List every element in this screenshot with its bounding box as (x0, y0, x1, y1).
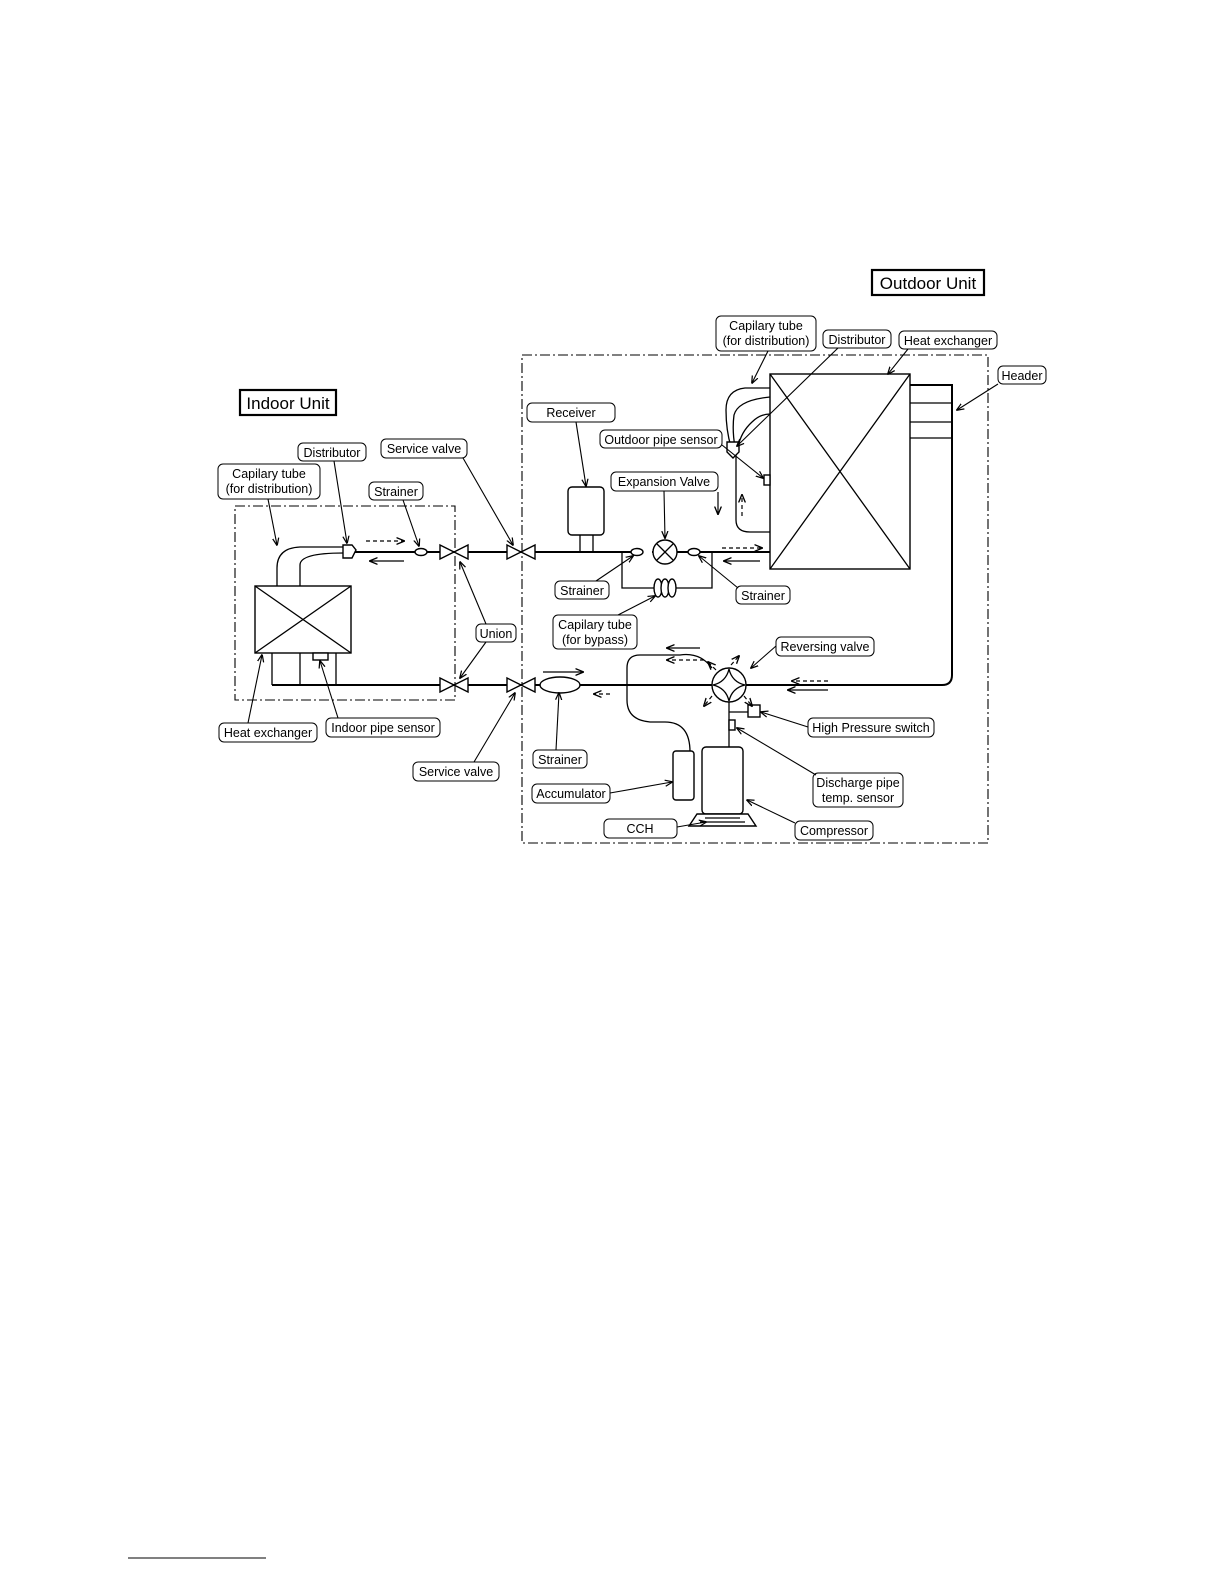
discharge-pipe-sensor (728, 719, 736, 731)
svg-text:(for distribution): (for distribution) (226, 482, 313, 496)
label-suction-strainer: Strainer (532, 693, 588, 769)
svg-text:Capilary tube: Capilary tube (729, 319, 803, 333)
receiver (567, 486, 605, 536)
label-indoor-strainer: Strainer (368, 481, 424, 546)
label-indoor-distributor: Distributor (297, 442, 367, 543)
svg-text:Strainer: Strainer (741, 589, 785, 603)
indoor-strainer (414, 547, 428, 557)
expansion-valve (652, 539, 678, 565)
svg-text:Strainer: Strainer (374, 485, 418, 499)
svg-text:Discharge pipe: Discharge pipe (816, 776, 899, 790)
label-strainer-ev-right: Strainer (699, 556, 791, 605)
label-outdoor-distributor: Distributor (737, 329, 892, 446)
label-indoor-heat-exchanger: Heat exchanger (218, 655, 318, 743)
label-high-pressure-switch: High Pressure switch (761, 712, 935, 738)
svg-text:Strainer: Strainer (538, 753, 582, 767)
svg-text:Outdoor Unit: Outdoor Unit (880, 274, 977, 293)
svg-text:CCH: CCH (626, 822, 653, 836)
union-gas-valve (439, 676, 469, 694)
label-indoor-capillary-tube: Capilary tube (for distribution) (217, 463, 321, 545)
indoor-unit-title: Indoor Unit (238, 388, 338, 417)
outdoor-capillary-tubes (725, 387, 771, 448)
indoor-hx-connections (271, 653, 337, 685)
union-liquid-valve (439, 543, 469, 561)
svg-text:Reversing valve: Reversing valve (781, 640, 870, 654)
svg-text:High Pressure switch: High Pressure switch (812, 721, 929, 735)
strainer-ev-left (630, 547, 644, 557)
header-tubes (910, 402, 952, 439)
svg-text:Indoor Unit: Indoor Unit (246, 394, 329, 413)
label-outdoor-capillary-tube: Capilary tube (for distribution) (715, 315, 817, 383)
svg-text:Heat exchanger: Heat exchanger (904, 334, 992, 348)
svg-text:Compressor: Compressor (800, 824, 868, 838)
label-outdoor-heat-exchanger: Heat exchanger (888, 330, 998, 374)
label-accumulator: Accumulator (531, 782, 672, 804)
label-discharge-pipe-sensor: Discharge pipe temp. sensor (737, 728, 904, 808)
svg-text:Accumulator: Accumulator (536, 787, 605, 801)
outdoor-hx-return-pipe (735, 455, 770, 533)
svg-text:Capilary tube: Capilary tube (232, 467, 306, 481)
indoor-pipe-sensor (312, 652, 329, 661)
high-pressure-switch (747, 704, 761, 718)
indoor-distributor (342, 544, 357, 559)
svg-text:Expansion Valve: Expansion Valve (618, 475, 710, 489)
label-compressor: Compressor (747, 800, 874, 841)
svg-text:Distributor: Distributor (829, 333, 886, 347)
receiver-tee-pipe (579, 535, 594, 552)
strainer-ev-right (687, 547, 701, 557)
svg-text:(for distribution): (for distribution) (723, 334, 810, 348)
svg-text:Indoor pipe sensor: Indoor pipe sensor (331, 721, 435, 735)
label-service-valve-gas: Service valve (412, 693, 515, 782)
svg-text:Header: Header (1002, 369, 1043, 383)
svg-text:Strainer: Strainer (560, 584, 604, 598)
service-valve-gas (506, 676, 536, 694)
label-expansion-valve: Expansion Valve (610, 471, 719, 538)
svg-text:Union: Union (480, 627, 513, 641)
reversing-valve-suction-loop (626, 653, 713, 753)
outdoor-pipe-sensor (763, 474, 771, 486)
outdoor-heat-exchanger (769, 373, 911, 570)
label-header: Header (957, 365, 1047, 410)
label-outdoor-pipe-sensor: Outdoor pipe sensor (599, 429, 763, 478)
gas-line-outdoor-pipe (746, 384, 953, 686)
label-receiver: Receiver (526, 402, 616, 486)
label-strainer-ev-left: Strainer (554, 556, 633, 600)
flow-arrows (366, 492, 828, 706)
svg-text:Service valve: Service valve (419, 765, 493, 779)
service-valve-liquid (506, 543, 536, 561)
outdoor-unit-title: Outdoor Unit (870, 268, 986, 297)
compressor (687, 746, 758, 827)
svg-text:(for bypass): (for bypass) (562, 633, 628, 647)
bypass-capillary-coil (653, 578, 677, 598)
indoor-heat-exchanger (254, 585, 352, 654)
label-indoor-pipe-sensor: Indoor pipe sensor (320, 661, 441, 738)
outdoor-unit-boundary (521, 354, 989, 844)
indoor-unit-boundary (234, 505, 456, 701)
label-service-valve-liquid: Service valve (380, 438, 513, 545)
label-cch: CCH (603, 818, 706, 839)
svg-text:Distributor: Distributor (304, 446, 361, 460)
svg-text:Capilary tube: Capilary tube (558, 618, 632, 632)
label-reversing-valve: Reversing valve (751, 636, 875, 668)
reversing-valve (711, 667, 747, 703)
svg-text:Outdoor pipe sensor: Outdoor pipe sensor (604, 433, 717, 447)
svg-text:Heat exchanger: Heat exchanger (224, 726, 312, 740)
svg-text:Service valve: Service valve (387, 442, 461, 456)
svg-text:Receiver: Receiver (546, 406, 595, 420)
label-union: Union (460, 562, 517, 678)
label-bypass-capillary-tube: Capilary tube (for bypass) (552, 596, 655, 650)
svg-text:temp. sensor: temp. sensor (822, 791, 894, 805)
accumulator (672, 750, 695, 801)
indoor-capillary-tubes (276, 546, 344, 586)
suction-strainer (539, 676, 581, 694)
